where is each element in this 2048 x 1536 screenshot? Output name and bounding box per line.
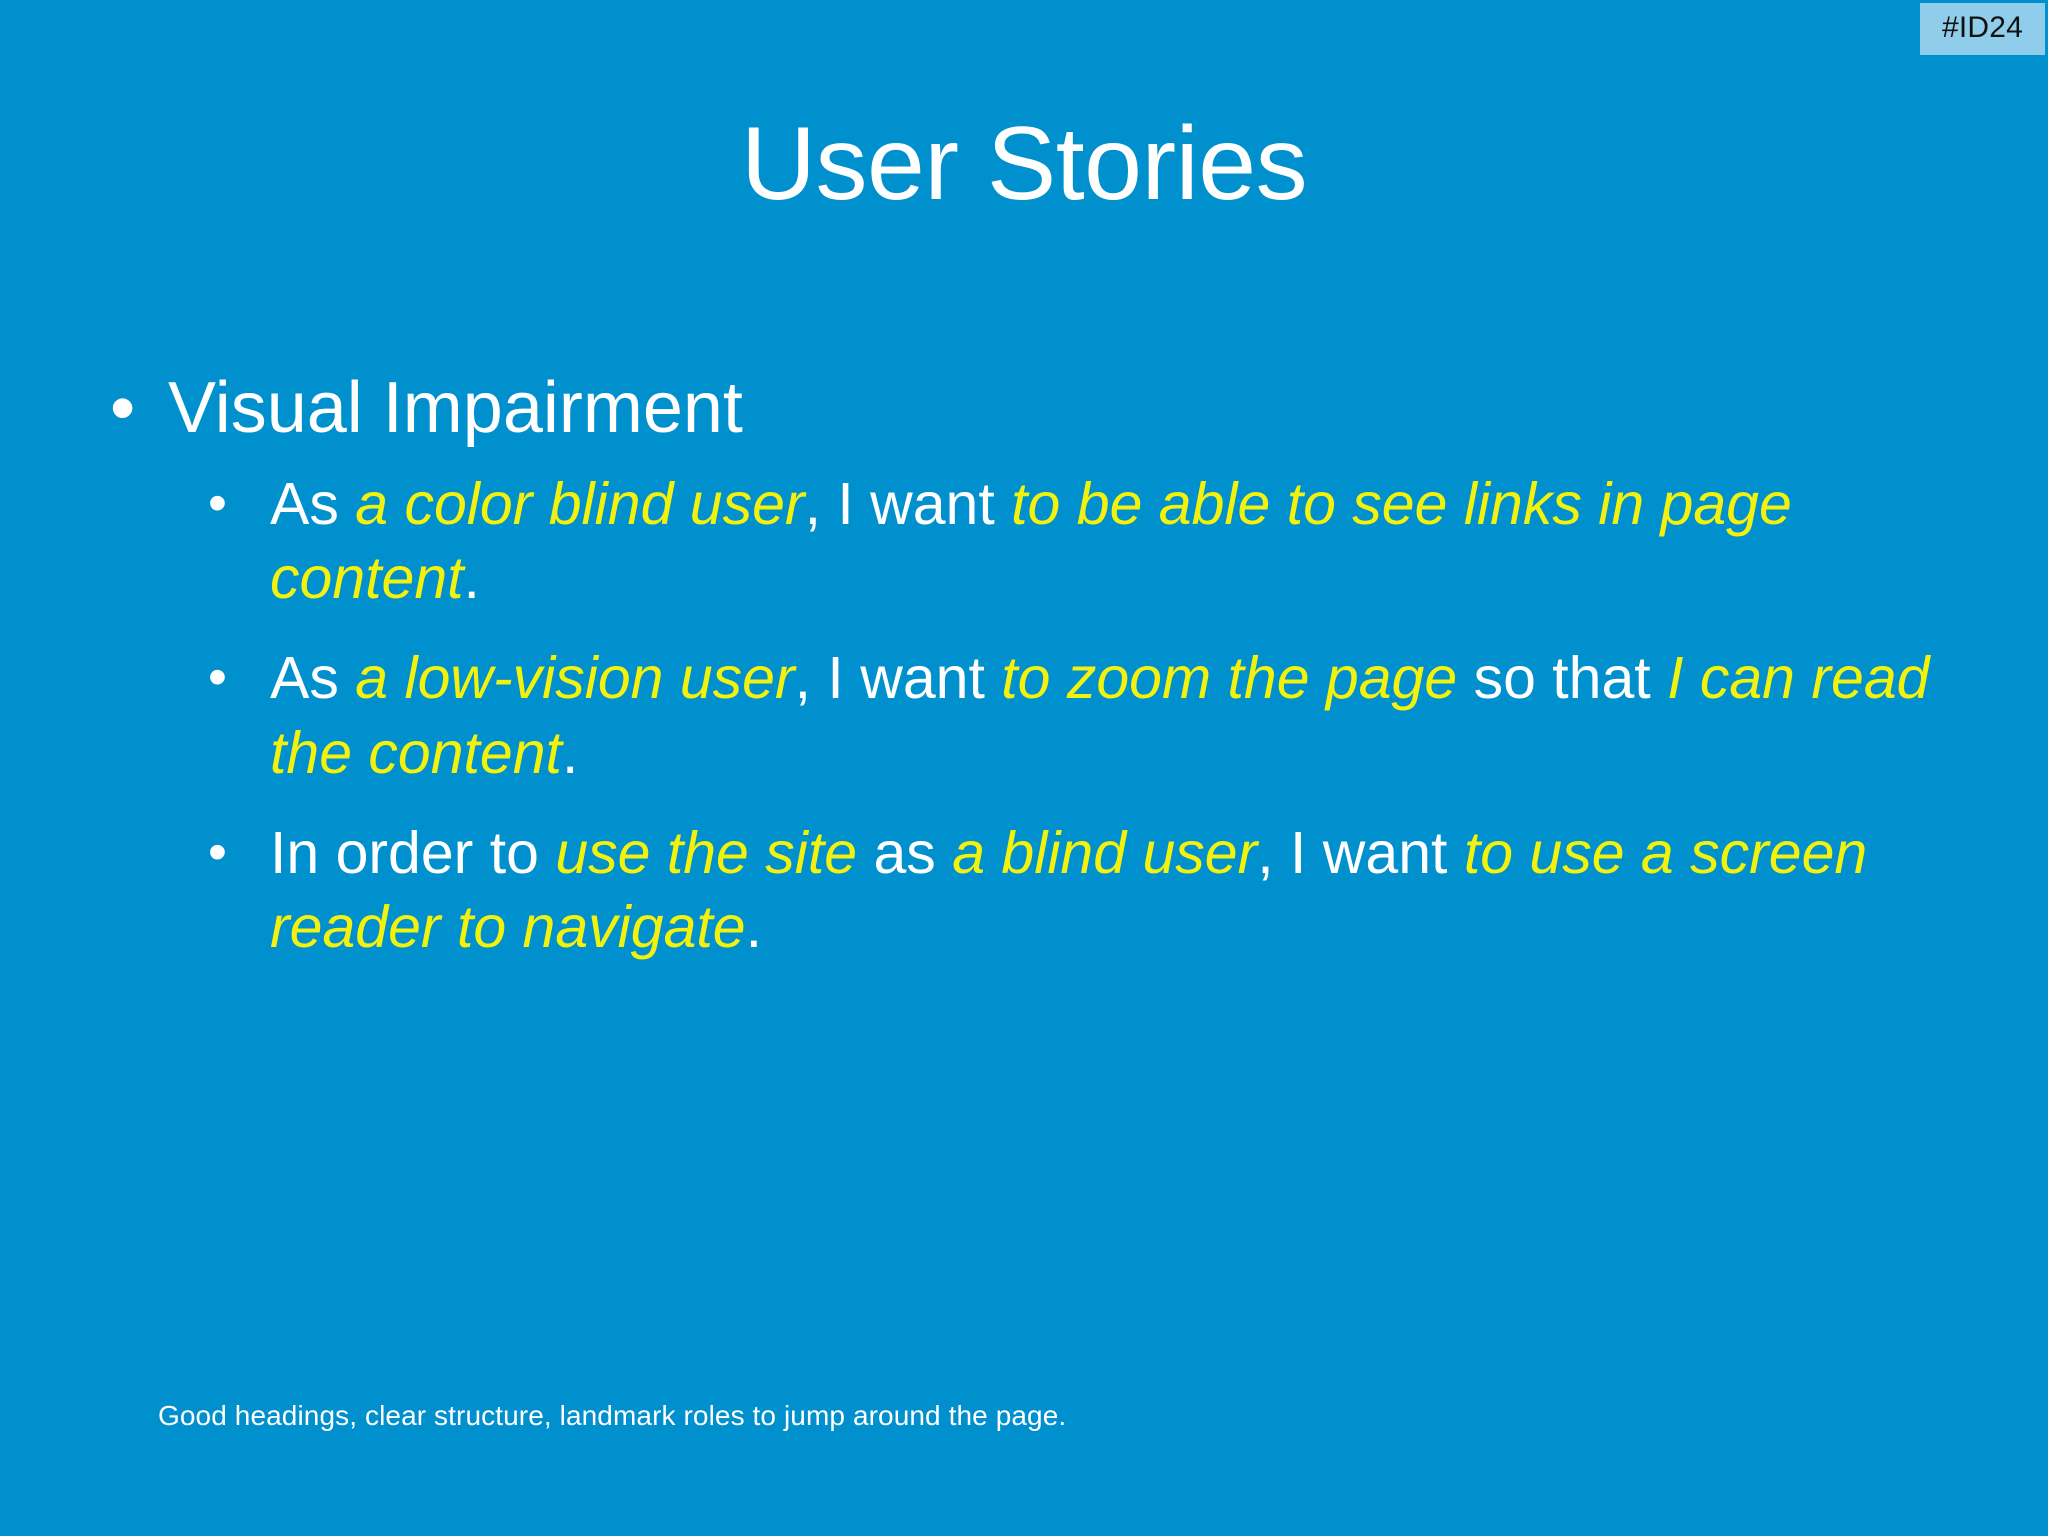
plain-run: so that — [1457, 645, 1668, 712]
highlighted-run: to zoom the page — [1001, 645, 1458, 712]
bullet-dot-icon: • — [208, 647, 227, 708]
slide-id-badge: #ID24 — [1919, 3, 2045, 55]
highlighted-run: to be able to see links in page content — [270, 470, 1792, 611]
highlighted-run: to use a screen reader to navigate — [270, 819, 1868, 961]
bullet-dot-icon: • — [110, 368, 136, 448]
plain-run: As — [270, 645, 356, 712]
user-story-color-blind: • As a color blind user, I want to be ab… — [192, 467, 1976, 616]
bullet-list-level1: • Visual Impairment • As a color blind u… — [96, 368, 1976, 965]
user-story-text: As a color blind user, I want to be able… — [270, 471, 1792, 611]
highlighted-run: I can read the content — [270, 645, 1930, 786]
bullet-list-level2: • As a color blind user, I want to be ab… — [192, 467, 1976, 965]
plain-run: . — [463, 544, 480, 611]
user-story-blind: • In order to use the site as a blind us… — [192, 816, 1976, 965]
plain-run: In order to — [270, 819, 556, 886]
highlighted-run: a color blind user — [355, 470, 805, 537]
plain-run: , I want — [1257, 819, 1464, 886]
plain-run: , I want — [794, 645, 1002, 712]
bullet-label: Visual Impairment — [168, 368, 743, 448]
footer-note: Good headings, clear structure, landmark… — [158, 1400, 1067, 1431]
plain-run: . — [561, 719, 579, 786]
user-story-low-vision: • As a low-vision user, I want to zoom t… — [192, 641, 1976, 790]
plain-run: , I want — [804, 470, 1012, 537]
plain-run: as — [857, 819, 953, 886]
bullet-dot-icon: • — [208, 472, 227, 533]
bullet-dot-icon: • — [208, 821, 227, 882]
highlighted-run: a blind user — [952, 819, 1258, 886]
plain-run: As — [270, 470, 356, 537]
slide-title: User Stories — [740, 106, 1308, 222]
slide-body: • Visual Impairment • As a color blind u… — [96, 368, 1976, 991]
highlighted-run: use the site — [555, 819, 858, 886]
highlighted-run: a low-vision user — [355, 645, 795, 712]
plain-run: . — [745, 894, 763, 961]
user-story-text: As a low-vision user, I want to zoom the… — [270, 645, 1929, 785]
user-story-text: In order to use the site as a blind user… — [270, 820, 1867, 960]
bullet-item-visual-impairment: • Visual Impairment • As a color blind u… — [96, 368, 1976, 965]
